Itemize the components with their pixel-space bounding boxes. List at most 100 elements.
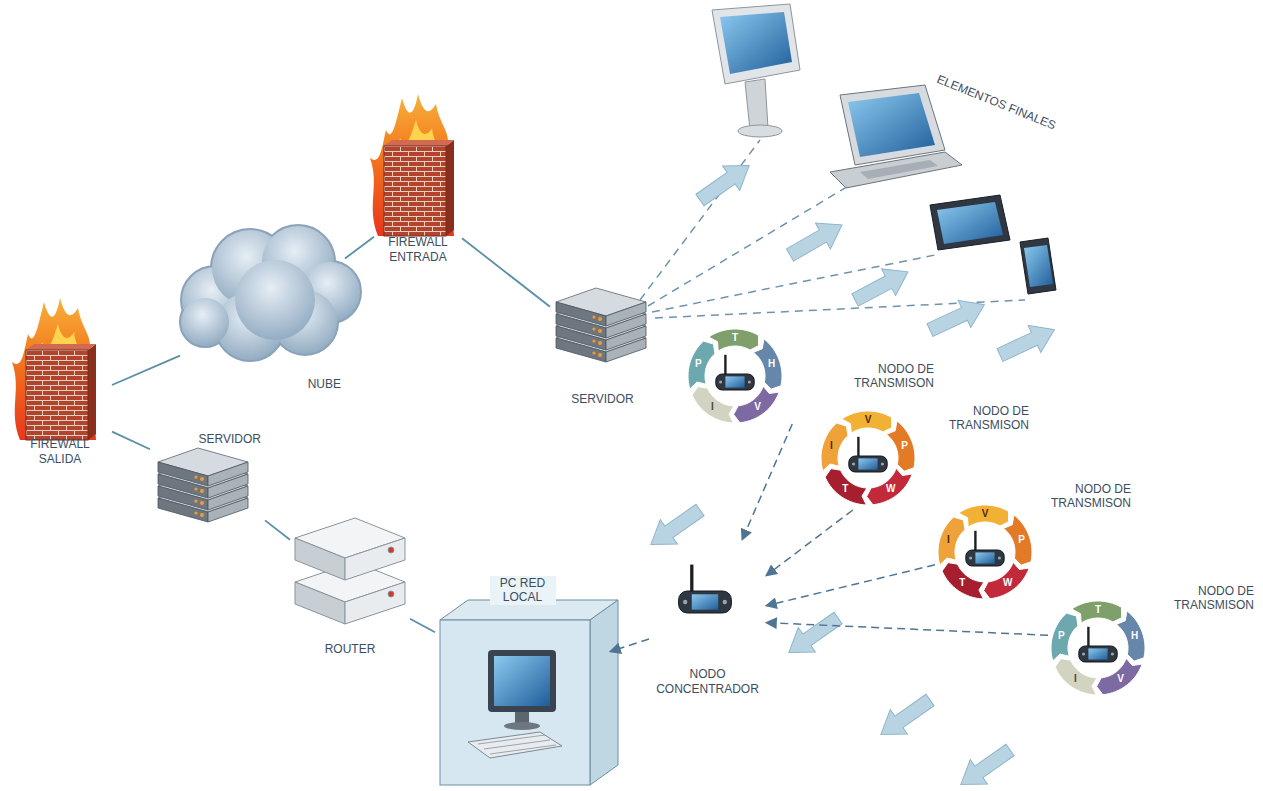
- flow-arrow: [924, 291, 991, 344]
- cycle-letter: T: [1091, 603, 1105, 617]
- transmission-node: NODO DE TRANSMISON: [688, 328, 938, 424]
- device-button: [881, 462, 884, 465]
- end-device: [840, 85, 945, 165]
- distribution-line: [640, 140, 760, 300]
- end-device: [712, 4, 1056, 294]
- cycle-segment: [688, 341, 715, 389]
- cycle-segment: [938, 517, 965, 565]
- cycle-segment: [1072, 601, 1122, 623]
- cycle-segment: [821, 423, 848, 471]
- cycle-segment: [1116, 611, 1145, 661]
- data-link: [766, 623, 1048, 636]
- cycle-letter: H: [1128, 629, 1142, 643]
- cloud-icon: [181, 226, 360, 360]
- network-link: [462, 238, 550, 306]
- cycle-letter: T: [955, 576, 969, 590]
- node-label: NODO DE TRANSMISON: [848, 362, 934, 391]
- cycle-letter: T: [838, 482, 852, 496]
- cloud-icon: [235, 260, 315, 340]
- device-screen: [975, 552, 994, 563]
- end-device: [1024, 245, 1053, 287]
- firewall-box: FIREWALL SALIDA: [8, 345, 112, 470]
- cycle-segment: [886, 421, 915, 471]
- concentrator-node: NODO CONCENTRADOR: [649, 540, 766, 700]
- data-link: [610, 639, 649, 652]
- server-node: SERVIDOR: [550, 285, 655, 410]
- server-icon: [158, 448, 248, 486]
- cycle-segment: [842, 411, 892, 433]
- node-label: SERVIDOR: [171, 432, 261, 446]
- device-button: [748, 380, 751, 383]
- router-icon: [295, 518, 405, 624]
- node-label: PC RED LOCAL: [490, 576, 556, 605]
- distribution-line: [640, 140, 1025, 318]
- firewall-icon: [12, 298, 96, 440]
- flow-arrow: [994, 316, 1061, 369]
- node-label: NODO CONCENTRADOR: [654, 667, 761, 696]
- pc-enclosure: [478, 735, 556, 754]
- wireless-device: [849, 437, 887, 472]
- cycle-letter: H: [765, 357, 779, 371]
- antenna: [974, 531, 976, 552]
- node-label: FIREWALL SALIDA: [20, 437, 100, 466]
- server-node: SERVIDOR: [150, 428, 265, 524]
- firewall-box: FIREWALL ENTRADA: [374, 140, 462, 268]
- server-icon: [158, 448, 248, 522]
- flow-arrow: [780, 606, 846, 665]
- cycle-letter: V: [751, 400, 765, 414]
- cloud-icon: [181, 298, 229, 346]
- cycle-letter: P: [1054, 629, 1068, 643]
- pc-node: PC RED LOCAL: [435, 572, 610, 788]
- flow-arrow: [783, 212, 850, 268]
- cloud-icon: [181, 298, 229, 346]
- device-screen: [858, 458, 877, 469]
- end-device: [860, 160, 938, 179]
- cycle-segment: [734, 386, 780, 422]
- device-button: [1082, 652, 1085, 655]
- wireless-device: [679, 565, 732, 613]
- wireless-device: [966, 531, 1004, 566]
- pc-enclosure: [468, 732, 562, 758]
- pc-enclosure: [494, 656, 550, 706]
- flow-arrow: [642, 153, 1060, 791]
- cycle-letter: I: [824, 439, 838, 453]
- end-device: [712, 4, 800, 84]
- device-screen: [692, 594, 718, 609]
- end-device: [937, 202, 1003, 244]
- cycle-letter: W: [1001, 576, 1015, 590]
- cycle-letter: V: [1114, 672, 1128, 686]
- network-link: [410, 619, 435, 633]
- end-device: [830, 152, 962, 188]
- cycle-letter: P: [1015, 533, 1029, 547]
- cycle-letter: V: [861, 413, 875, 427]
- device-body: [849, 456, 887, 472]
- cycle-letter: P: [898, 439, 912, 453]
- network-link: [112, 432, 150, 450]
- node-label: NODO DE TRANSMISON: [1168, 584, 1254, 613]
- pc-enclosure: [488, 650, 556, 712]
- device-button: [683, 600, 687, 604]
- antenna: [724, 355, 726, 376]
- antenna: [690, 565, 693, 594]
- device-button: [998, 556, 1001, 559]
- sensor-cycle: [679, 329, 1145, 695]
- end-device: [1020, 238, 1056, 294]
- wireless-device: [716, 355, 754, 390]
- cycle-letter: W: [884, 482, 898, 496]
- network-link: [265, 520, 290, 539]
- data-link: [742, 424, 792, 540]
- pc-enclosure: [590, 600, 618, 785]
- data-link: [766, 565, 935, 606]
- node-label: NUBE: [291, 377, 341, 391]
- flow-arrow: [952, 738, 1018, 791]
- end-device: [848, 93, 935, 157]
- cycle-segment: [867, 468, 913, 504]
- end-device: [738, 125, 782, 137]
- cycle-segment: [942, 563, 984, 599]
- cloud-icon: [181, 226, 360, 360]
- node-label: FIREWALL ENTRADA: [379, 235, 457, 264]
- connector-layer: [112, 237, 1048, 652]
- cycle-segment: [1097, 658, 1143, 694]
- wireless-device: [1079, 627, 1117, 662]
